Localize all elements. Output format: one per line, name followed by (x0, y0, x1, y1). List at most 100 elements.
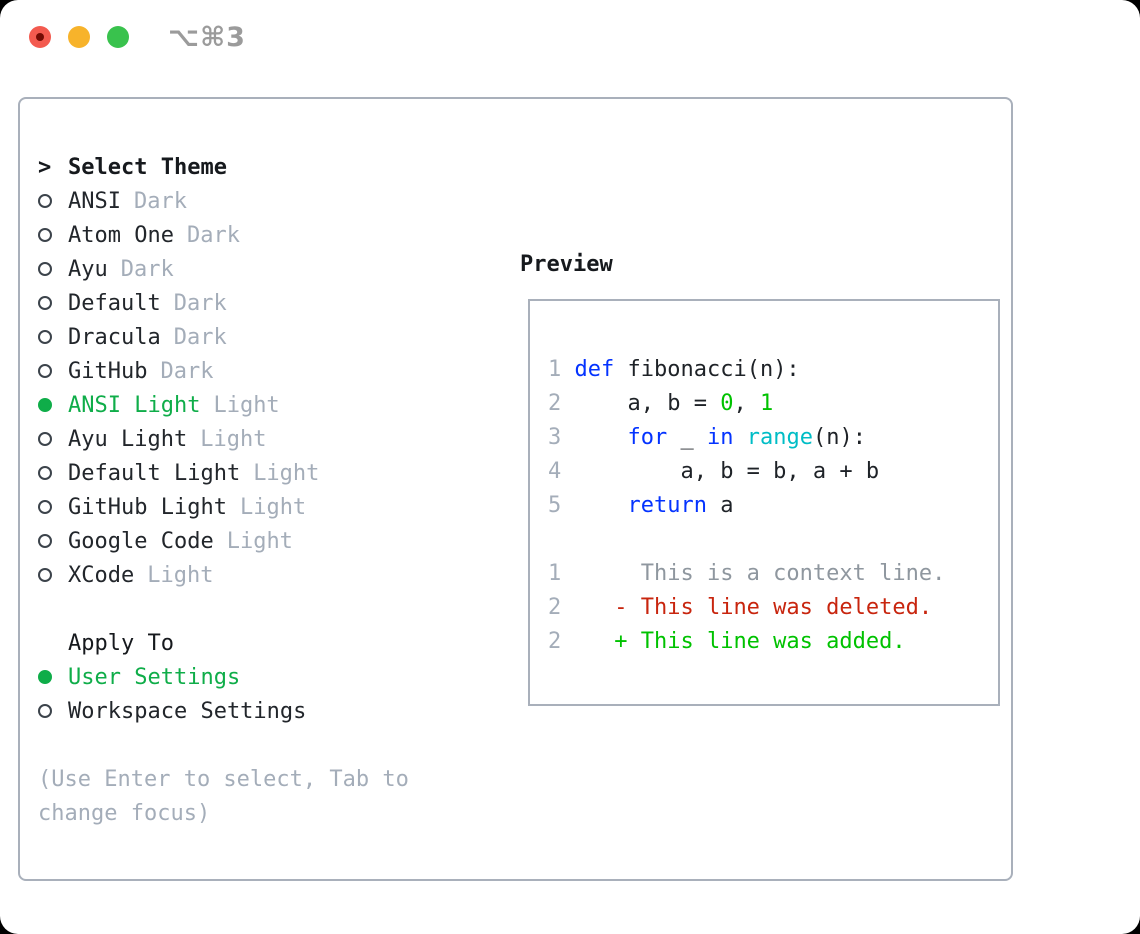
theme-option[interactable]: Default Dark (38, 286, 409, 320)
code-token-plain (575, 425, 628, 450)
zoom-button[interactable] (107, 26, 129, 48)
radio-unselected-icon (38, 704, 52, 718)
option-label: Ayu (68, 256, 108, 282)
radio-unselected-icon (38, 364, 52, 378)
option-variant-label: Dark (133, 188, 187, 214)
help-text-line: (Use Enter to select, Tab to (38, 766, 409, 792)
radio-unselected-icon (38, 194, 52, 208)
code-token-kw: for (627, 424, 668, 450)
option-label: Dracula (68, 324, 161, 350)
code-token-plain: _ (667, 424, 707, 450)
code-token-num: 3 (548, 424, 575, 450)
code-line: 4 a, b = b, a + b (548, 454, 945, 488)
preview-label: Preview (520, 251, 613, 277)
option-label: Default (68, 290, 161, 316)
code-token-plain (733, 425, 746, 450)
code-token-kw: return (627, 492, 707, 518)
code-line: 3 for _ in range(n): (548, 420, 945, 454)
theme-option[interactable]: Ayu Dark (38, 252, 409, 286)
code-token-num: 2 (548, 628, 575, 654)
close-dot-icon (36, 33, 44, 41)
apply-to-option[interactable]: User Settings (38, 660, 409, 694)
option-variant-label: Dark (160, 358, 214, 384)
code-token-plain: a, b = (574, 390, 721, 416)
prompt-caret: > (38, 154, 52, 180)
code-token-del: - This line was deleted. (574, 594, 933, 620)
code-token-ctx: This is a context line. (574, 560, 946, 586)
code-line: 2 + This line was added. (548, 624, 945, 658)
theme-option[interactable]: Google Code Light (38, 524, 409, 558)
radio-selected-icon (38, 670, 52, 684)
apply-to-label: Apply To (68, 630, 174, 656)
option-label: Default Light (68, 460, 241, 486)
code-line: 2 a, b = 0, 1 (548, 386, 945, 420)
code-token-add: + This line was added. (574, 628, 906, 654)
option-label: Workspace Settings (68, 698, 307, 724)
option-variant-label: Dark (186, 222, 240, 248)
option-variant-label: Dark (173, 324, 227, 350)
option-variant-label: Light (239, 494, 307, 520)
titlebar: ⌥⌘3 (0, 0, 1140, 74)
code-token-kw: def (574, 356, 615, 382)
theme-option[interactable]: ANSI Light Light (38, 388, 409, 422)
radio-unselected-icon (38, 432, 52, 446)
spacer (38, 728, 409, 762)
minimize-button[interactable] (68, 26, 90, 48)
code-token-num: 1 (548, 356, 575, 382)
option-variant-label: Dark (173, 290, 227, 316)
code-line: 1 def fibonacci(n): (548, 352, 945, 386)
radio-unselected-icon (38, 330, 52, 344)
option-variant-label: Light (200, 426, 267, 452)
code-token-plain (575, 493, 628, 518)
code-token-plain: (n): (812, 424, 866, 450)
apply-to-option[interactable]: Workspace Settings (38, 694, 409, 728)
window-title: ⌥⌘3 (168, 22, 246, 53)
code-token-num: 2 (548, 390, 575, 416)
spacer (38, 592, 409, 626)
code-token-kw: in (706, 424, 734, 450)
option-label: XCode (68, 562, 135, 588)
option-variant-label: Light (226, 528, 293, 554)
option-variant-label: Dark (120, 256, 174, 282)
option-label: User Settings (68, 664, 241, 690)
radio-unselected-icon (38, 262, 52, 276)
option-label: Atom One (68, 222, 174, 248)
select-theme-header: > Select Theme (38, 150, 409, 184)
help-text: (Use Enter to select, Tab to change focus… (38, 762, 409, 830)
radio-unselected-icon (38, 534, 52, 548)
option-variant-label: Light (213, 392, 280, 418)
code-token-num: 1 (548, 560, 575, 586)
theme-option[interactable]: Dracula Dark (38, 320, 409, 354)
code-token-plain: , (733, 390, 760, 416)
radio-unselected-icon (38, 500, 52, 514)
code-token-cyn: range (746, 424, 813, 450)
theme-option[interactable]: Atom One Dark (38, 218, 409, 252)
code-token-grn: 0 (720, 390, 734, 416)
apply-to-header: Apply To (38, 626, 409, 660)
code-token-plain: fibonacci(n): (614, 356, 800, 382)
option-label: GitHub Light (68, 494, 227, 520)
option-variant-label: Light (253, 460, 320, 486)
option-label: Google Code (68, 528, 214, 554)
theme-option[interactable]: GitHub Light Light (38, 490, 409, 524)
radio-unselected-icon (38, 568, 52, 582)
option-label: ANSI Light (68, 392, 201, 418)
radio-unselected-icon (38, 296, 52, 310)
theme-option[interactable]: Default Light Light (38, 456, 409, 490)
radio-unselected-icon (38, 466, 52, 480)
radio-unselected-icon (38, 228, 52, 242)
help-text-line: change focus) (38, 800, 211, 826)
code-token-num: 4 (548, 458, 575, 484)
code-line: 1 This is a context line. (548, 556, 945, 590)
close-button[interactable] (29, 26, 51, 48)
code-token-num: 2 (548, 594, 575, 620)
